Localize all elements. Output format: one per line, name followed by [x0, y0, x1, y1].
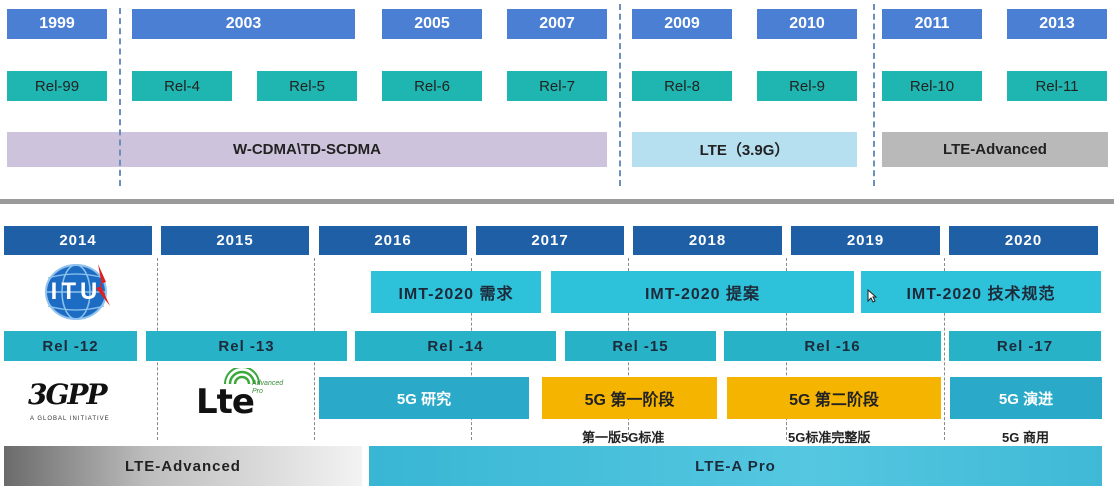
imt-2020-requirements: IMT-2020 需求 [371, 271, 541, 313]
release-rel-99: Rel-99 [7, 71, 107, 101]
year-2015: 2015 [161, 226, 309, 255]
year-2018: 2018 [633, 226, 782, 255]
release-rel-17: Rel -17 [949, 331, 1101, 361]
itu-logo: ITU [38, 262, 118, 322]
lte-logo-badge: Advanced Pro [252, 380, 284, 395]
note-first-5g-standard: 第一版5G标准 [582, 430, 665, 445]
release-rel-12: Rel -12 [4, 331, 137, 361]
lte-signal-arcs-icon [224, 368, 260, 385]
release-rel-13: Rel -13 [146, 331, 347, 361]
note-5g-commercial: 5G 商用 [1002, 430, 1049, 445]
release-rel-6: Rel-6 [382, 71, 482, 101]
lte-advanced-pro-logo: Lte Advanced Pro [196, 368, 286, 424]
year-2019: 2019 [791, 226, 940, 255]
band-lte-a-pro: LTE-A Pro [369, 446, 1102, 486]
band-lte: LTE（3.9G） [632, 132, 857, 167]
phase-5g-first: 5G 第一阶段 [542, 377, 717, 419]
year-1999: 1999 [7, 9, 107, 39]
release-rel-5: Rel-5 [257, 71, 357, 101]
year-2007: 2007 [507, 9, 607, 39]
year-2013: 2013 [1007, 9, 1107, 39]
release-rel-7: Rel-7 [507, 71, 607, 101]
year-2005: 2005 [382, 9, 482, 39]
year-2016: 2016 [319, 226, 467, 255]
lte-logo-text: Lte [196, 382, 255, 422]
3gpp-logo-text: 3GPP [28, 378, 108, 411]
3gpp-tagline: A GLOBAL INITIATIVE [30, 416, 110, 422]
year-2009: 2009 [632, 9, 732, 39]
release-rel-14: Rel -14 [355, 331, 556, 361]
year-2010: 2010 [757, 9, 857, 39]
phase-5g-research: 5G 研究 [319, 377, 529, 419]
phase-5g-second: 5G 第二阶段 [727, 377, 941, 419]
band-wcdma: W-CDMA\TD-SCDMA [7, 132, 607, 167]
release-rel-11: Rel-11 [1007, 71, 1107, 101]
divider-col-6 [944, 258, 945, 440]
year-2003: 2003 [132, 9, 355, 39]
itu-logo-text: ITU [50, 278, 102, 305]
release-rel-10: Rel-10 [882, 71, 982, 101]
divider-2009 [619, 4, 621, 186]
note-5g-complete-standard: 5G标准完整版 [788, 430, 871, 445]
imt-2020-proposal: IMT-2020 提案 [551, 271, 854, 313]
divider-2003 [119, 8, 121, 186]
year-2017: 2017 [476, 226, 624, 255]
year-2014: 2014 [4, 226, 152, 255]
release-rel-9: Rel-9 [757, 71, 857, 101]
year-2011: 2011 [882, 9, 982, 39]
release-rel-16: Rel -16 [724, 331, 941, 361]
imt-2020-tech-spec: IMT-2020 技术规范 [861, 271, 1101, 313]
phase-5g-evolution: 5G 演进 [950, 377, 1102, 419]
band-lte-advanced-bottom: LTE-Advanced [4, 446, 362, 486]
band-lte-advanced-top: LTE-Advanced [882, 132, 1108, 167]
divider-2011 [873, 4, 875, 186]
itu-globe-icon [45, 264, 110, 320]
year-2020: 2020 [949, 226, 1098, 255]
release-rel-15: Rel -15 [565, 331, 716, 361]
section-separator [0, 199, 1114, 204]
mouse-cursor-icon [867, 288, 878, 308]
release-rel-8: Rel-8 [632, 71, 732, 101]
3gpp-logo: 3GPP A GLOBAL INITIATIVE [26, 378, 116, 428]
release-rel-4: Rel-4 [132, 71, 232, 101]
